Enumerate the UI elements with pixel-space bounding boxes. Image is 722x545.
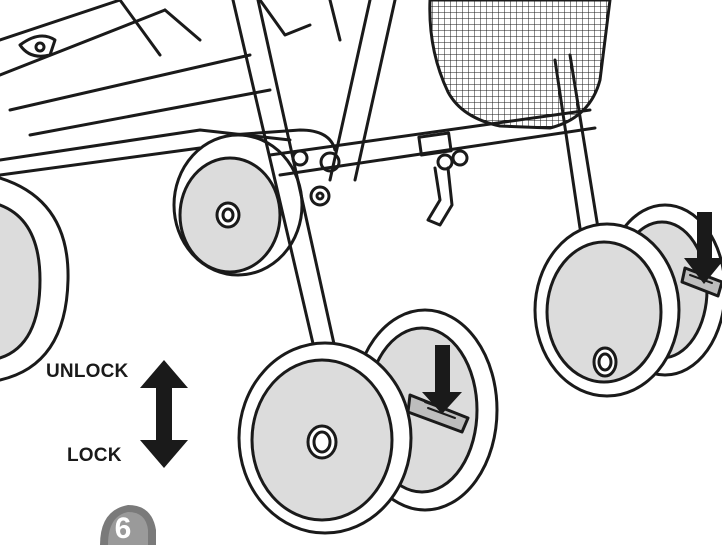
left-partial-wheel <box>0 176 70 382</box>
front-legs <box>231 0 600 367</box>
unlock-label: UNLOCK <box>46 361 129 382</box>
down-arrow-icon <box>422 345 462 414</box>
step-badge <box>100 505 156 545</box>
front-right-wheel <box>533 222 722 398</box>
lock-label: LOCK <box>67 445 122 466</box>
down-arrow-icon <box>684 212 722 284</box>
upper-frame <box>0 0 342 177</box>
front-left-wheel <box>237 341 470 535</box>
step-number: 6 <box>114 512 132 545</box>
rear-left-wheel <box>172 133 304 277</box>
mesh-basket <box>428 0 612 130</box>
up-down-arrow-icon <box>140 360 188 468</box>
